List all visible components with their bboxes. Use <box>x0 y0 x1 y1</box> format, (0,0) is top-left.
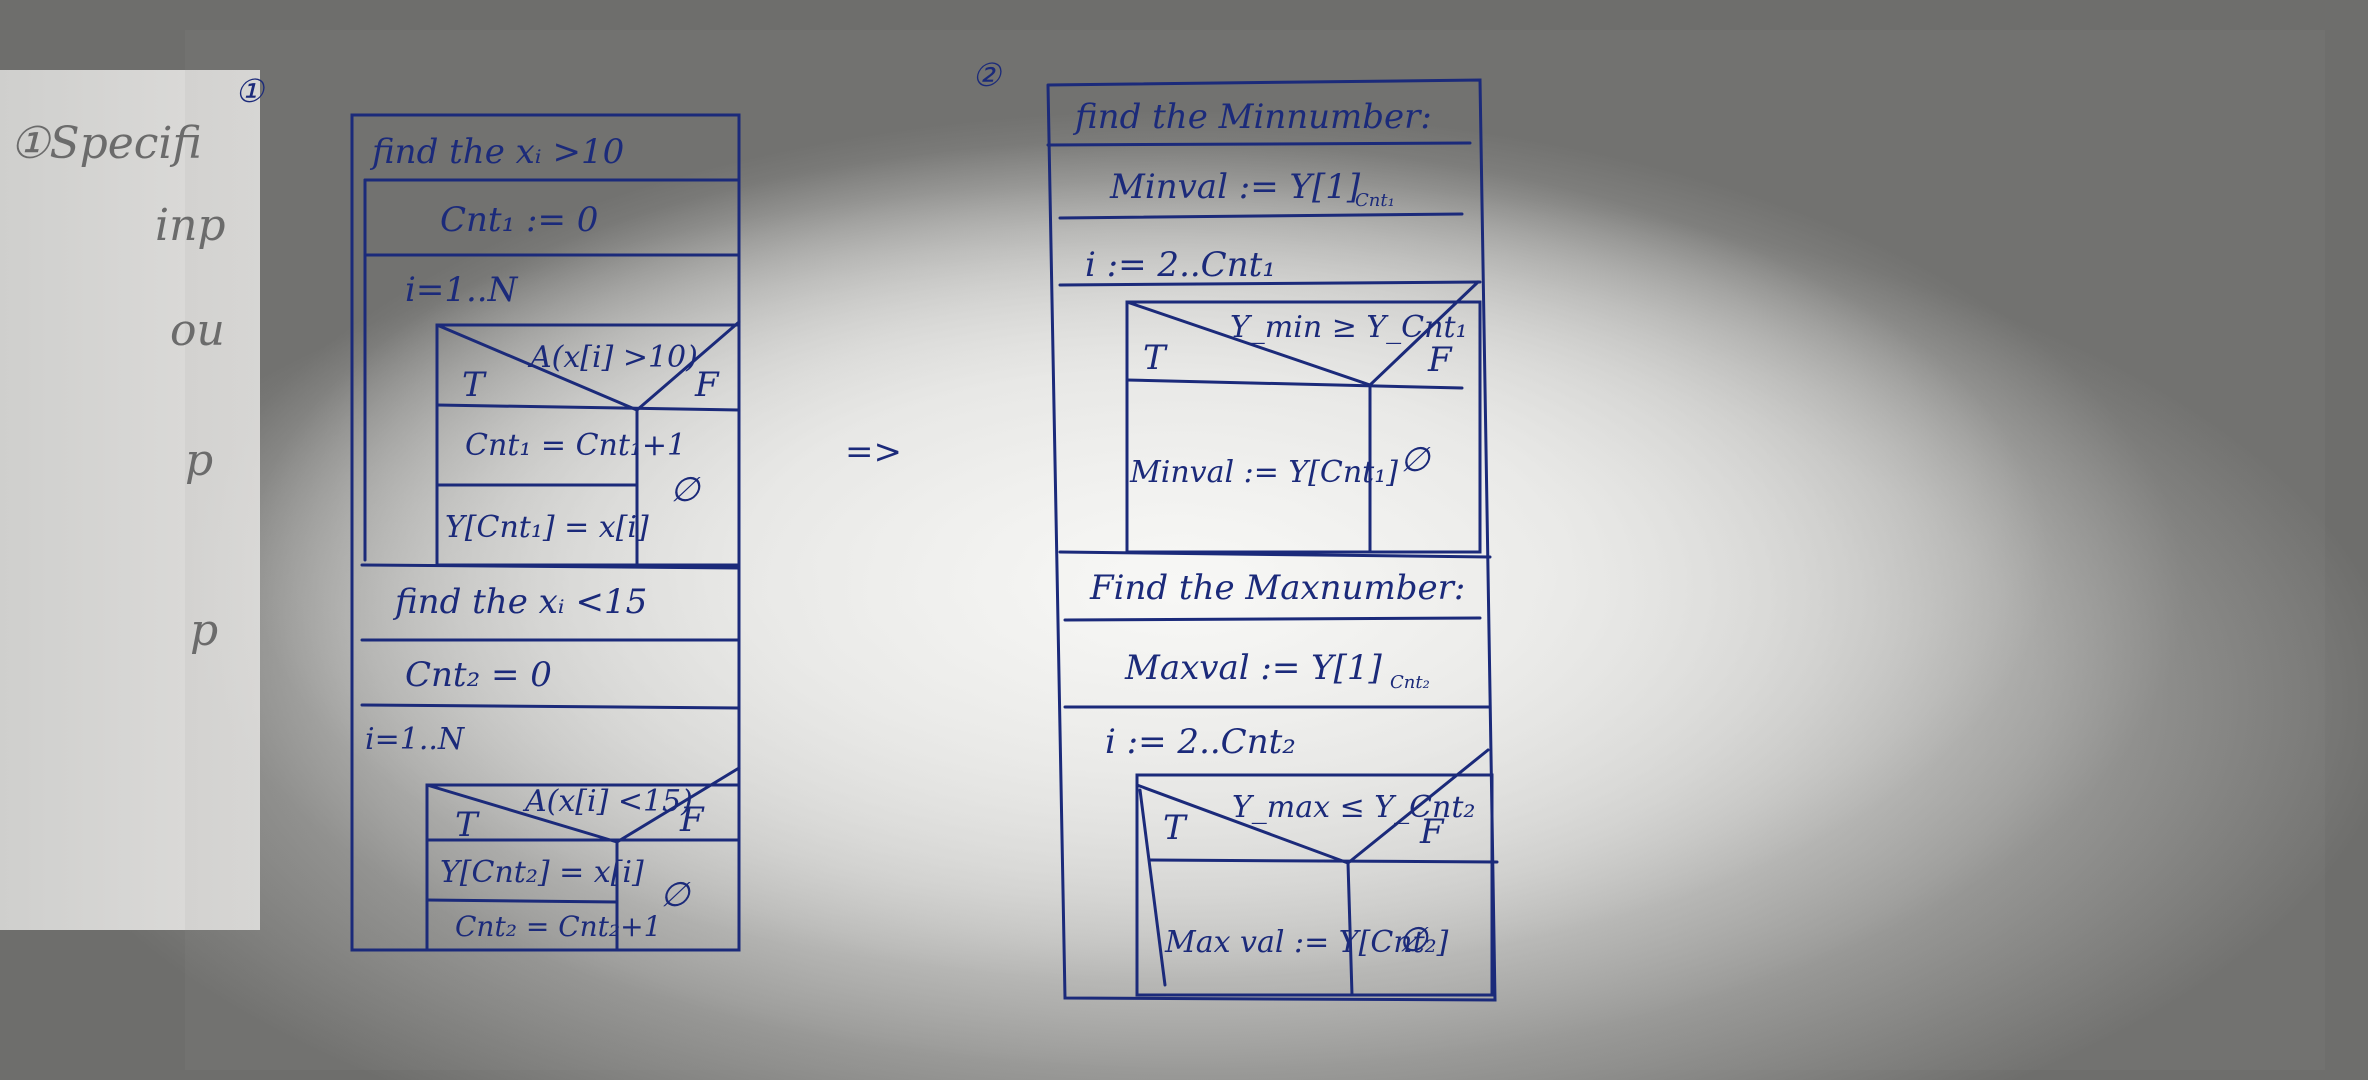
diagram1-if2-true-divider <box>425 898 619 904</box>
diagram1-true-label2: T <box>455 805 478 845</box>
diagram1-loop2: i=1..N <box>365 722 465 757</box>
diagram2-divider-title2 <box>1063 616 1482 622</box>
margin-line-ou: ou <box>170 305 225 356</box>
diagram2-if1-box <box>1125 300 1482 554</box>
diagram1-title2: find the xᵢ <15 <box>395 582 648 622</box>
diagram2-init2: Maxval := Y[1] <box>1125 648 1382 688</box>
diagram1-true-stmt3: Y[Cnt₂] = x[i] <box>440 855 644 890</box>
diagram2-title: find the Minnumber: <box>1075 97 1432 137</box>
diagram1-label: ① <box>235 72 264 110</box>
diagram2-false-label2: F <box>1420 812 1444 852</box>
diagram2-condition2: Y_max ≤ Y_Cnt₂ <box>1232 790 1476 825</box>
diagram1-loop: i=1..N <box>405 270 518 310</box>
diagram2-frame <box>1046 78 1497 1002</box>
diagram1-init2: Cnt₂ = 0 <box>405 655 552 695</box>
margin-heading: ①Specifi <box>10 118 202 169</box>
diagram1-if2-diag-right <box>615 766 741 844</box>
diagram2-divider-title <box>1046 141 1472 147</box>
main-paper-sheet <box>185 30 2325 1070</box>
diagram2-condition: Y_min ≥ Y_Cnt₁ <box>1230 310 1468 345</box>
diagram1-false-stmt2: ∅ <box>660 875 690 915</box>
implication-arrow: => <box>845 432 902 472</box>
diagram2-divider-init <box>1058 212 1464 220</box>
diagram1-condition2: A(x[i] <15) <box>525 784 693 819</box>
diagram1-if1-diag-right <box>635 320 741 412</box>
diagram2-if2-condition-base <box>1148 858 1499 864</box>
diagram2-true-stmt2: Max val := Y[Cnt₂] <box>1165 925 1449 960</box>
margin-line-p1: p <box>185 435 214 486</box>
diagram2-label: ② <box>972 56 1001 94</box>
diagram1-if1-box <box>435 323 741 567</box>
diagram2-if2-extra-stroke <box>1138 788 1167 987</box>
diagram2-title2: Find the Maxnumber: <box>1090 568 1466 608</box>
diagram1-false-label2: F <box>680 800 704 840</box>
diagram2-if1-diag-left <box>1125 300 1372 387</box>
diagram2-true-label2: T <box>1163 808 1186 848</box>
diagram2-if2-diag-right <box>1346 748 1490 865</box>
diagram1-if2-diag-left <box>425 783 619 844</box>
margin-line-p2: p <box>190 605 219 656</box>
diagram1-title: find the xᵢ >10 <box>372 132 625 172</box>
diagram2-divider-loop <box>1058 280 1482 287</box>
diagram2-loop2: i := 2..Cnt₂ <box>1105 722 1296 762</box>
diagram1-divider-init2 <box>360 703 741 710</box>
diagram2-divider-half <box>1058 550 1492 559</box>
diagram1-if1-diag-left <box>435 323 639 412</box>
diagram1-false-label: F <box>695 365 719 405</box>
diagram2-if1-diag-right <box>1368 280 1480 387</box>
diagram1-if2-box <box>425 783 741 952</box>
diagram1-divider-half <box>360 563 741 570</box>
diagram2-if2-diag-left <box>1135 783 1350 865</box>
diagram2-if1-condition-base <box>1125 378 1464 390</box>
diagram2-true-label: T <box>1143 338 1166 378</box>
diagram1-true-stmt1: Cnt₁ = Cnt₁+1 <box>465 428 687 463</box>
diagram2-false-label: F <box>1428 340 1452 380</box>
diagram2-false-stmt: ∅ <box>1400 440 1430 480</box>
margin-line-inp: inp <box>155 200 226 251</box>
diagram2-init-subscript: Cnt₁ <box>1355 190 1395 211</box>
diagram2-init: Minval := Y[1] <box>1110 167 1361 207</box>
diagram1-true-stmt4: Cnt₂ = Cnt₂+1 <box>455 910 662 943</box>
diagram1-true-label: T <box>462 365 485 405</box>
diagram2-if2-branch-split <box>1346 861 1354 997</box>
diagram2-init2-subscript: Cnt₂ <box>1390 672 1430 693</box>
diagram2-loop: i := 2..Cnt₁ <box>1085 245 1276 285</box>
diagram1-if1-condition-base <box>435 403 741 412</box>
diagram2-false-stmt2: ∅ <box>1398 920 1428 960</box>
diagram1-init: Cnt₁ := 0 <box>440 200 599 240</box>
diagram2-if2-box <box>1135 773 1494 997</box>
diagram1-true-stmt2: Y[Cnt₁] = x[i] <box>445 510 649 545</box>
diagram2-true-stmt: Minval := Y[Cnt₁] <box>1130 455 1398 490</box>
diagram1-false-stmt: ∅ <box>670 470 700 510</box>
diagram1-condition: A(x[i] >10) <box>530 340 698 375</box>
